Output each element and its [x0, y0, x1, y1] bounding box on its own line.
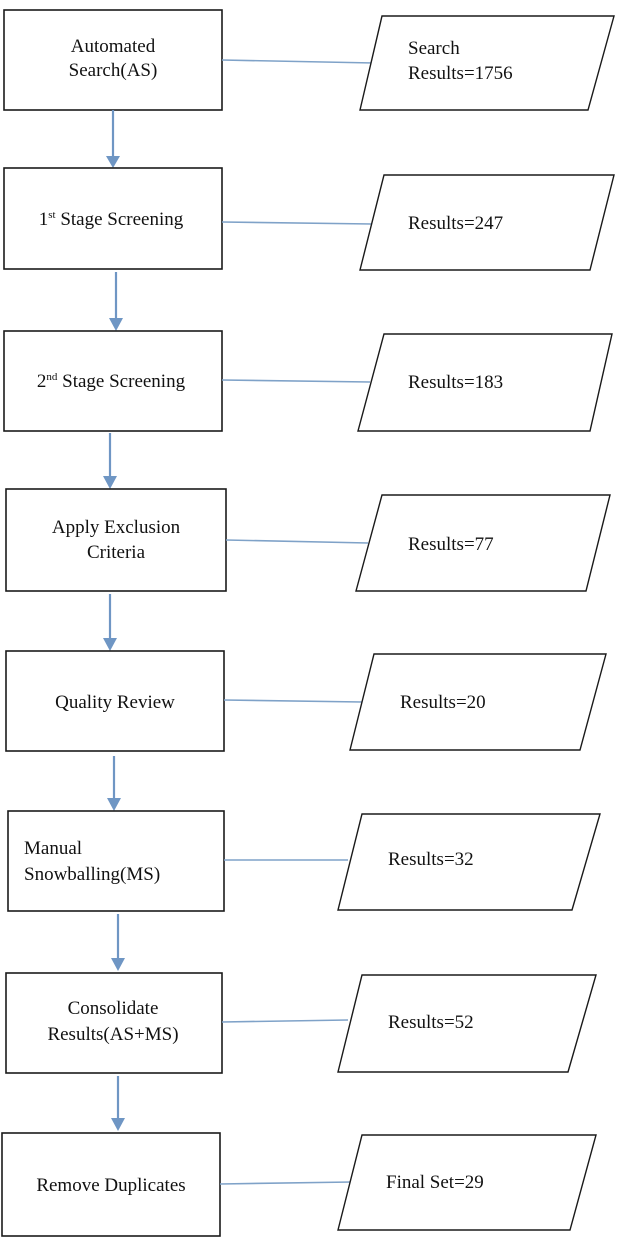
result-label-line: Results=52: [388, 1012, 474, 1033]
arrow-head-icon: [103, 476, 117, 489]
step-box-remove-duplicates: [1, 1132, 221, 1237]
step-box-consolidate-results: [5, 972, 223, 1074]
step-label-line: Search(AS): [69, 60, 158, 81]
step-label-line: 1st Stage Screening: [39, 209, 184, 230]
step-box-quality-review: [5, 650, 225, 752]
result-shape-consolidate: [337, 974, 597, 1073]
result-label-line: Search: [408, 38, 460, 59]
step-result-connector: [219, 1181, 353, 1185]
step-box-first-stage-screening: [3, 167, 223, 270]
step-label-line: Apply Exclusion: [52, 517, 181, 538]
result-shape-exclusion: [355, 494, 611, 592]
result-shape-search: [359, 15, 615, 111]
result-shape-quality: [349, 653, 607, 751]
step-label-line: Consolidate: [68, 998, 159, 1019]
step-label-line: Results(AS+MS): [47, 1024, 178, 1045]
result-shape-second-stage: [357, 333, 613, 432]
result-shape-first-stage: [359, 174, 615, 271]
result-label-line: Results=77: [408, 534, 494, 555]
step-box-apply-exclusion: [5, 488, 227, 592]
result-shape-snowballing: [337, 813, 601, 911]
step-box-second-stage-screening: [3, 330, 223, 432]
step-box-manual-snowballing: [7, 810, 225, 912]
result-shape-final-set: [337, 1134, 597, 1231]
result-label-line: Results=247: [408, 213, 503, 234]
step-label-line: Snowballing(MS): [24, 864, 160, 885]
step-label-line: Quality Review: [55, 692, 175, 713]
result-label-line: Final Set=29: [386, 1172, 484, 1193]
result-label-line: Results=20: [400, 692, 486, 713]
result-label-line: Results=183: [408, 372, 503, 393]
step-result-connector: [221, 59, 375, 64]
step-result-connector: [225, 539, 369, 544]
arrow-head-icon: [111, 1118, 125, 1131]
arrow-head-icon: [111, 958, 125, 971]
step-result-connector: [221, 1019, 349, 1023]
result-label-line: Results=1756: [408, 63, 513, 84]
step-result-connector: [223, 699, 363, 703]
arrow-head-icon: [103, 638, 117, 651]
step-result-connector: [221, 221, 373, 225]
step-label-line: Remove Duplicates: [36, 1175, 185, 1196]
step-label-line: Automated: [71, 36, 156, 57]
arrow-head-icon: [106, 156, 120, 168]
step-label-line: Criteria: [87, 542, 146, 563]
result-label-line: Results=32: [388, 849, 474, 870]
arrow-head-icon: [107, 798, 121, 811]
step-label-line: 2nd Stage Screening: [37, 371, 186, 392]
step-result-connector: [221, 379, 371, 383]
step-label-line: Manual: [24, 838, 82, 859]
step-box-automated-search: [3, 9, 223, 111]
arrow-head-icon: [109, 318, 123, 331]
